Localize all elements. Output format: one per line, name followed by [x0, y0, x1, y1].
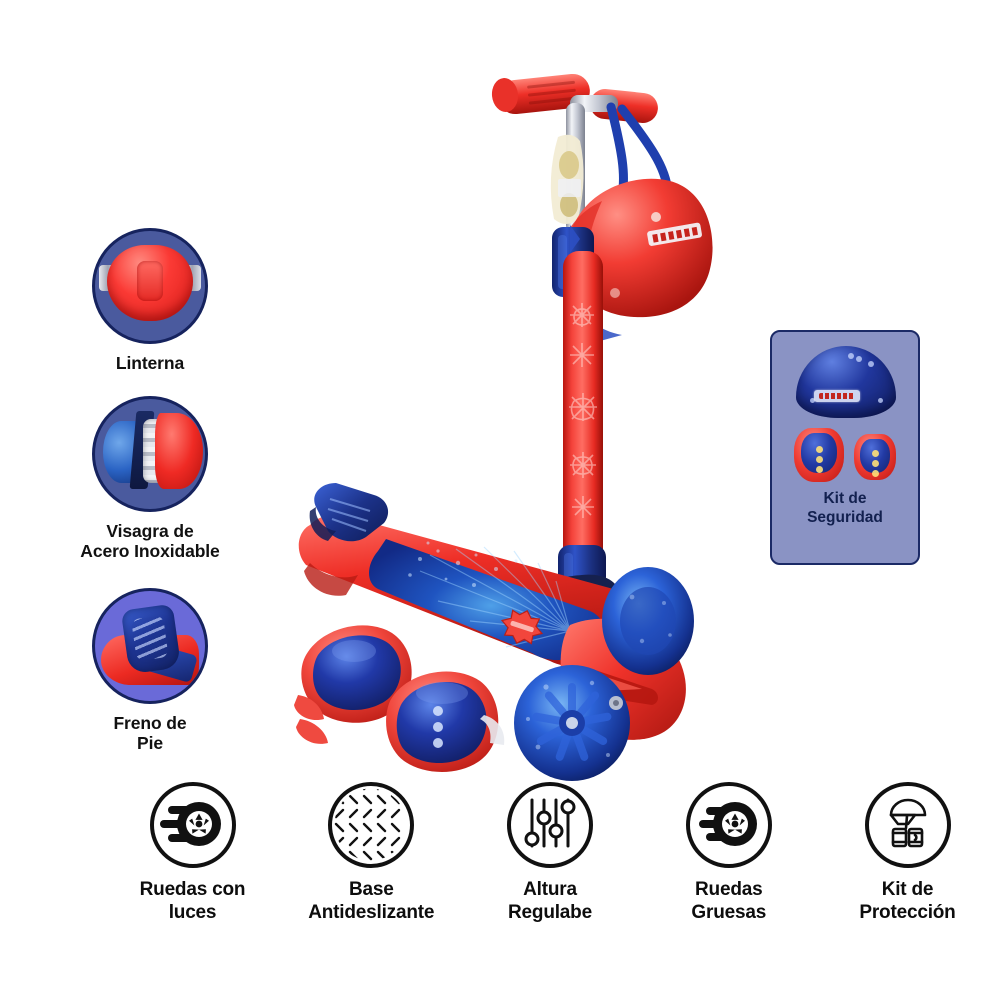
- label-line2: Antideslizante: [308, 901, 435, 923]
- helmet-brand-logo: [814, 390, 860, 402]
- rear-foot-brake: [309, 483, 389, 542]
- pad-right: [386, 671, 505, 772]
- kit-label-line2: Seguridad: [807, 508, 883, 526]
- pad-buckle: [480, 715, 505, 745]
- callout-label-freno: Freno de Pie: [65, 713, 235, 754]
- feature-ruedas-con-luces: Ruedas con luces: [110, 782, 275, 925]
- feature-kit-de-proteccion: Kit de Protección: [825, 782, 990, 925]
- wheel-with-motion-lines-icon: [149, 782, 236, 868]
- feature-label-base-antideslizante: Base Antideslizante: [289, 879, 454, 925]
- red-pole: [563, 251, 603, 571]
- kit-de-seguridad-label: Kit de Seguridad: [772, 490, 918, 527]
- feature-label-ruedas-gruesas: Ruedas Gruesas: [646, 879, 811, 925]
- elbow-pad-right-image: [854, 434, 896, 480]
- deck-badge: [500, 609, 544, 645]
- kit-de-seguridad-panel: Kit de Seguridad: [770, 330, 920, 565]
- thick-wheel-icon: [685, 782, 772, 868]
- feature-label-altura-regulable: Altura Regulabe: [468, 879, 633, 925]
- callout-visagra: Visagra de Acero Inoxidable: [65, 396, 235, 562]
- red-wing: [155, 413, 203, 489]
- deck-nose-shadow: [304, 563, 358, 596]
- pad-dots: [816, 446, 824, 474]
- callout-label-freno-line1: Freno de: [113, 713, 187, 733]
- callout-linterna: Linterna: [65, 228, 235, 373]
- rear-wheel-right: [602, 567, 694, 675]
- label-line2: Protección: [859, 901, 956, 923]
- freno-image: [92, 588, 208, 704]
- feature-altura-regulable: Altura Regulabe: [468, 782, 633, 925]
- product-image-scooter: [270, 55, 750, 785]
- feature-base-antideslizante: Base Antideslizante: [289, 782, 454, 925]
- helmet-vent: [856, 356, 862, 362]
- callout-label-visagra-line1: Visagra de: [106, 521, 194, 541]
- bottom-feature-row: Ruedas con luces: [110, 782, 990, 925]
- callout-label-visagra-line2: Acero Inoxidable: [80, 541, 220, 562]
- scooter-illustration: [294, 73, 713, 781]
- label-line1: Ruedas: [695, 879, 763, 900]
- spiderweb-graphics: [569, 303, 597, 518]
- flashlight-lens: [107, 245, 193, 321]
- linterna-image: [92, 228, 208, 344]
- pad-dots: [872, 449, 880, 477]
- anti-slip-texture-icon: [328, 782, 415, 868]
- helmet-vent: [810, 398, 815, 403]
- hang-tag: [550, 134, 584, 224]
- blue-brake-pedal: [120, 603, 182, 675]
- label-line1: Altura: [523, 879, 577, 900]
- wheel-spokes: [532, 683, 612, 761]
- kit-label-line1: Kit de: [823, 490, 867, 507]
- deck-group: [298, 514, 645, 668]
- helmet-and-pads-icon: [864, 782, 951, 868]
- callout-label-linterna: Linterna: [115, 353, 185, 373]
- label-line1: Base: [348, 879, 394, 900]
- deck-blue-graphic: [369, 539, 604, 661]
- callout-freno: Freno de Pie: [65, 588, 235, 754]
- helmet-vent: [848, 353, 854, 359]
- callout-label-visagra: Visagra de Acero Inoxidable: [65, 521, 235, 562]
- deck-speckles: [408, 541, 518, 587]
- left-grip: [491, 73, 590, 115]
- knee-pad-left-image: [794, 428, 844, 482]
- loose-protective-pads: [294, 625, 505, 772]
- label-line1: Ruedas con: [139, 879, 246, 900]
- slider-adjust-icon: [507, 782, 593, 868]
- feature-label-ruedas-con-luces: Ruedas con luces: [110, 879, 275, 925]
- label-line1: Kit de: [881, 879, 934, 900]
- pad-left: [294, 625, 412, 744]
- label-line2: Gruesas: [691, 901, 767, 923]
- label-line2: Regulabe: [508, 901, 592, 923]
- label-line2: luces: [168, 901, 217, 923]
- callout-label-freno-line2: Pie: [137, 733, 163, 754]
- helmet-vent: [878, 398, 883, 403]
- visagra-image: [92, 396, 208, 512]
- feature-ruedas-gruesas: Ruedas Gruesas: [646, 782, 811, 925]
- helmet-vent: [868, 361, 874, 367]
- blue-helmet-image: [796, 346, 896, 418]
- helmet-brand-logo: [647, 222, 702, 246]
- front-wheel-left: [514, 665, 630, 781]
- feature-label-kit-de-proteccion: Kit de Protección: [825, 879, 990, 925]
